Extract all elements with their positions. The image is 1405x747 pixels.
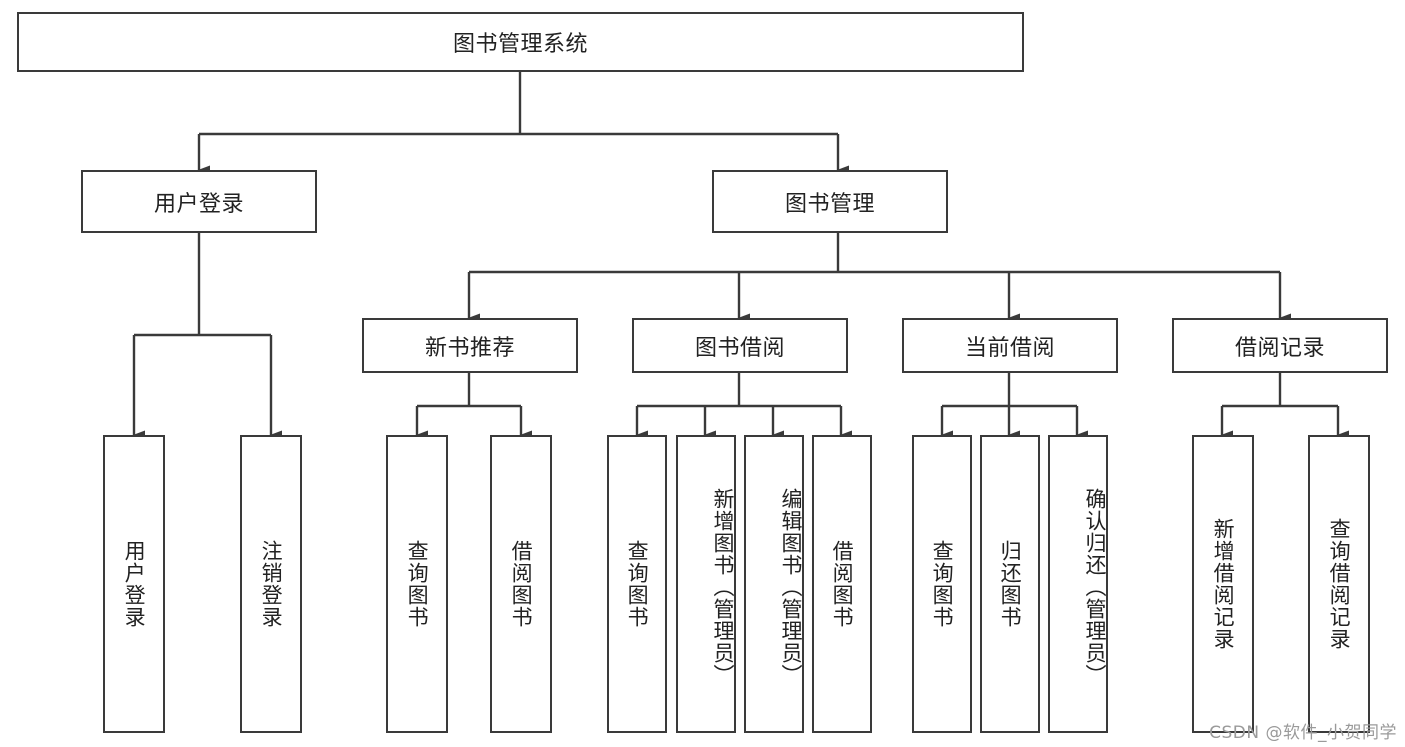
leaf-borrow-edit-book-admin[interactable]: 编辑图书（管理员） <box>744 435 804 733</box>
node-label: 编辑图书（管理员） <box>779 488 803 686</box>
node-label: 当前借阅 <box>964 335 1055 361</box>
node-book-management[interactable]: 图书管理 <box>712 170 948 233</box>
node-label: 借阅图书 <box>509 540 534 628</box>
node-root-book-management-system[interactable]: 图书管理系统 <box>17 12 1024 72</box>
leaf-recommend-borrow-book[interactable]: 借阅图书 <box>490 435 552 733</box>
node-label: 借阅记录 <box>1234 335 1325 361</box>
node-label: 查询借阅记录 <box>1327 518 1352 650</box>
leaf-user-login-signin[interactable]: 用户登录 <box>103 435 165 733</box>
node-label: 图书管理系统 <box>452 32 588 57</box>
node-label: 新增图书（管理员） <box>711 488 735 686</box>
node-label: 归还图书 <box>998 540 1023 628</box>
leaf-record-add-record[interactable]: 新增借阅记录 <box>1192 435 1254 733</box>
node-label: 确认归还（管理员） <box>1083 488 1107 686</box>
leaf-recommend-query-book[interactable]: 查询图书 <box>386 435 448 733</box>
node-user-login[interactable]: 用户登录 <box>81 170 317 233</box>
leaf-current-query-book[interactable]: 查询图书 <box>912 435 972 733</box>
leaf-user-login-signout[interactable]: 注销登录 <box>240 435 302 733</box>
node-label: 借阅图书 <box>830 540 855 628</box>
leaf-borrow-query-book[interactable]: 查询图书 <box>607 435 667 733</box>
leaf-record-query-record[interactable]: 查询借阅记录 <box>1308 435 1370 733</box>
leaf-borrow-add-book-admin[interactable]: 新增图书（管理员） <box>676 435 736 733</box>
node-label: 新增借阅记录 <box>1211 518 1236 650</box>
node-label: 用户登录 <box>153 191 244 217</box>
node-label: 图书管理 <box>784 191 875 217</box>
node-label: 查询图书 <box>930 540 955 628</box>
node-current-borrow[interactable]: 当前借阅 <box>902 318 1118 373</box>
node-new-book-recommend[interactable]: 新书推荐 <box>362 318 578 373</box>
node-borrow-record[interactable]: 借阅记录 <box>1172 318 1388 373</box>
csdn-watermark: CSDN @软件_小贺同学 <box>1209 723 1397 743</box>
node-book-borrow[interactable]: 图书借阅 <box>632 318 848 373</box>
leaf-current-return-book[interactable]: 归还图书 <box>980 435 1040 733</box>
leaf-borrow-borrow-book[interactable]: 借阅图书 <box>812 435 872 733</box>
node-label: 注销登录 <box>259 540 284 628</box>
node-label: 查询图书 <box>625 540 650 628</box>
node-label: 用户登录 <box>122 540 147 628</box>
node-label: 查询图书 <box>405 540 430 628</box>
leaf-current-confirm-return-admin[interactable]: 确认归还（管理员） <box>1048 435 1108 733</box>
node-label: 图书借阅 <box>694 335 785 361</box>
node-label: 新书推荐 <box>424 335 515 361</box>
